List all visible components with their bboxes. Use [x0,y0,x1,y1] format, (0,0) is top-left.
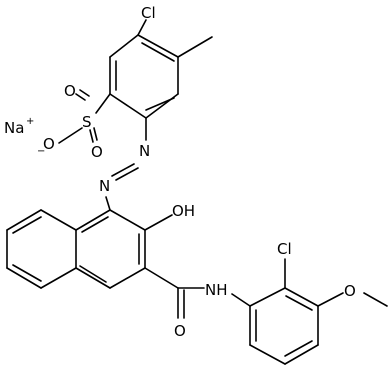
chlorine-atom-label: Cl [277,240,292,258]
chlorine-atom-label: Cl [141,4,156,22]
sulfonyl-oxygen-lower-label: O [91,143,103,161]
bond-lines [6,19,388,365]
hydroxyl-group-label: OH [172,202,195,220]
methoxy-oxygen-label: O [344,282,356,300]
sodium-charge-label: + [26,116,34,127]
oxygen-anion-charge-label: − [37,146,45,157]
sodium-atom-label: Na [4,119,24,137]
carbonyl-oxygen-label: O [174,322,186,340]
sulfonyl-oxygen-upper-label: O [64,82,76,100]
amide-nh-label: NH [205,281,228,299]
atom-labels: Cl Na + O − S O O N N OH NH Cl O O [4,4,356,340]
azo-nitrogen-label: N [99,177,110,195]
azo-nitrogen-label: N [139,142,150,160]
sulfur-atom-label: S [82,113,92,131]
oxygen-anion-label: O [43,135,55,153]
